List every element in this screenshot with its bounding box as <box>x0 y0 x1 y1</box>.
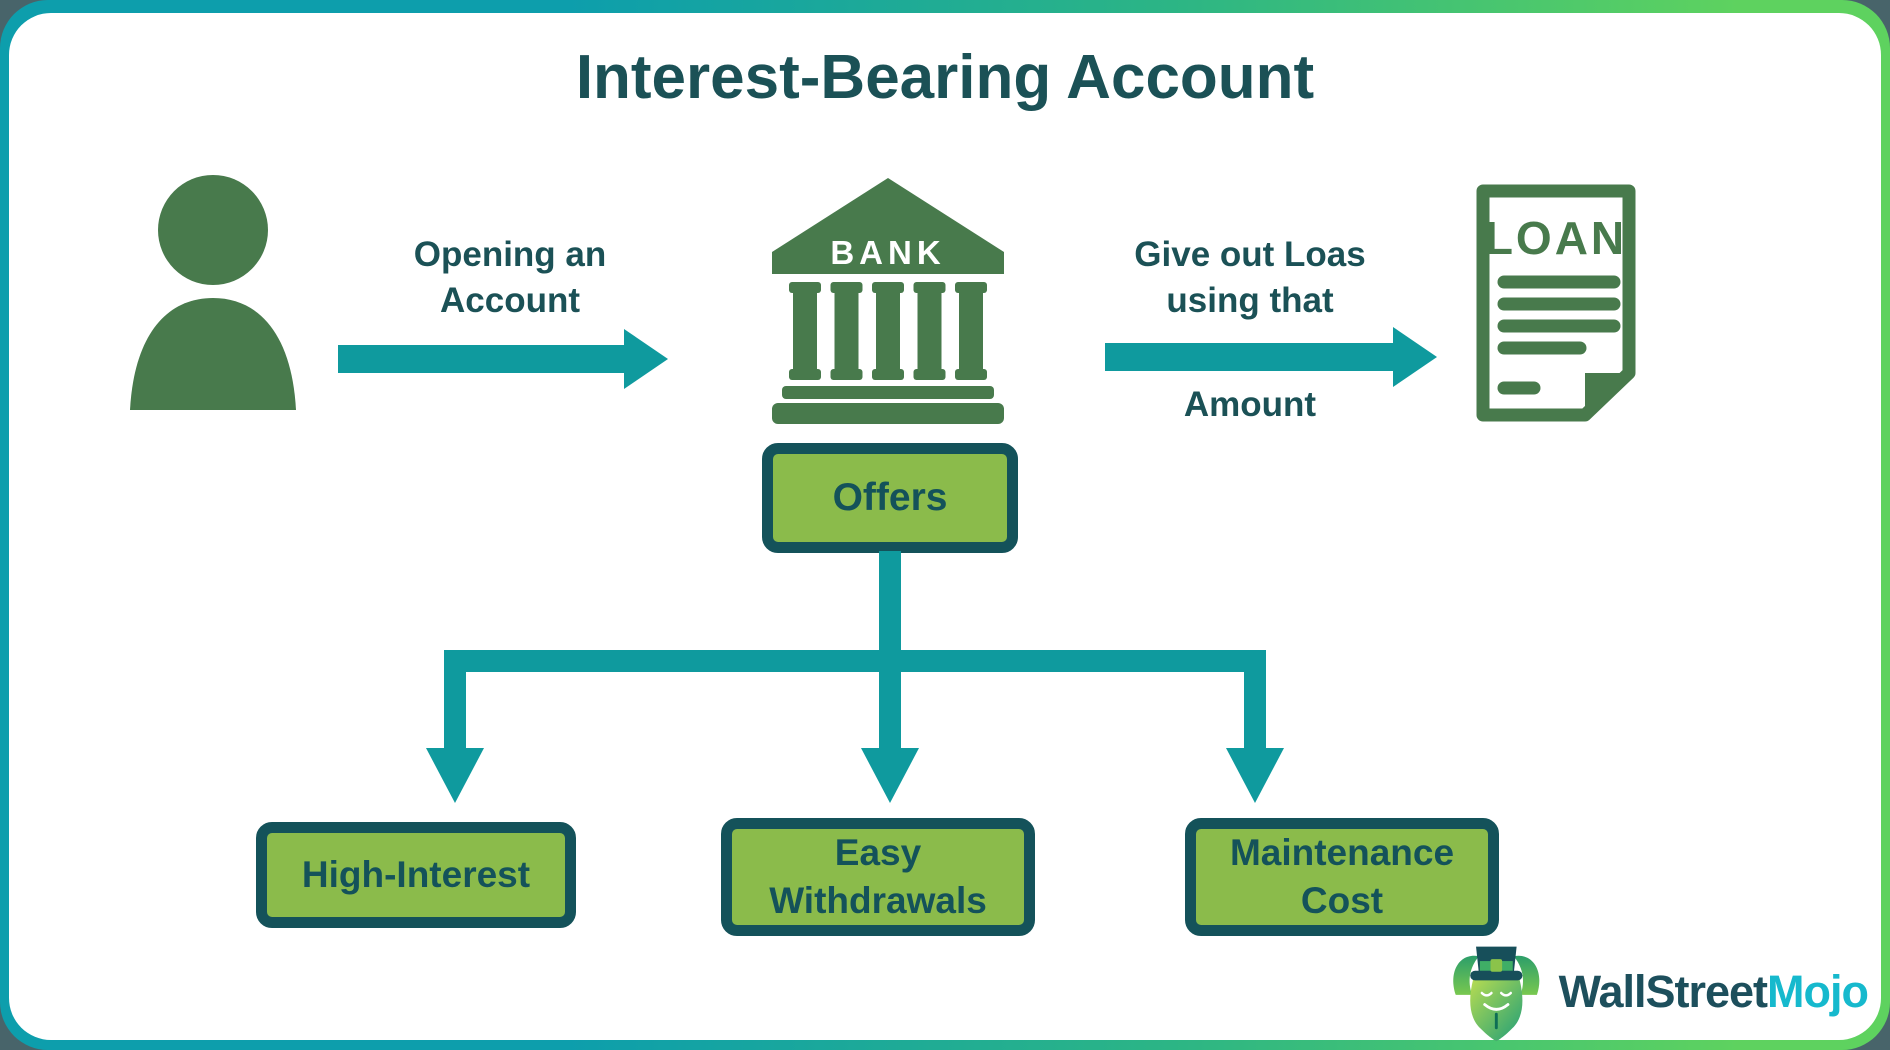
connector-vertical-left <box>444 650 466 750</box>
brand-name: WallStreetMojo <box>1558 966 1869 1018</box>
bank-building-icon: BANK <box>772 178 1004 424</box>
arrow1-label-line2: Account <box>440 281 580 321</box>
outcome-box-easy-withdrawals: Easy Withdrawals <box>721 818 1035 936</box>
wallstreetmojo-bull-icon <box>1453 946 1540 1042</box>
page-title: Interest-Bearing Account <box>575 43 1315 112</box>
wallstreetmojo-logo: WallStreetMojo <box>1448 938 1869 1046</box>
arrow1-label-line1: Opening an <box>413 235 607 274</box>
arrow2-label-line3: Amount <box>1183 385 1317 424</box>
connector-vertical-right <box>1244 650 1266 750</box>
arrow-head-down-left-icon <box>426 748 484 803</box>
outcome-box-high-interest: High-Interest <box>256 822 576 928</box>
arrow-give-out-loans <box>1105 327 1437 387</box>
arrow-shaft <box>338 345 628 373</box>
arrow2-label-bottom: Amount <box>1090 382 1410 428</box>
arrow1-label: Opening an Account <box>345 232 675 324</box>
arrow-opening-account <box>338 329 668 389</box>
brand-name-primary: WallStreet <box>1558 966 1768 1017</box>
outcome-label: Maintenance Cost <box>1229 831 1455 921</box>
loan-text-lines <box>1497 275 1621 395</box>
arrow-head-right-icon <box>1393 327 1437 387</box>
outcome-label: Easy Withdrawals <box>769 831 987 921</box>
outcome-box-maintenance-cost: Maintenance Cost <box>1185 818 1499 936</box>
offers-box: Offers <box>762 443 1018 553</box>
brand-name-secondary: Mojo <box>1767 966 1869 1017</box>
bank-columns <box>789 282 987 380</box>
connector-horizontal-bar <box>444 650 1266 672</box>
offers-label: Offers <box>832 476 948 519</box>
bank-label: BANK <box>830 234 945 271</box>
arrow2-label-line2: using that <box>1166 281 1334 321</box>
arrow2-label-top: Give out Loas using that <box>1090 232 1410 324</box>
arrow-head-down-center-icon <box>861 748 919 803</box>
arrow-shaft <box>1105 343 1397 371</box>
arrow-head-down-right-icon <box>1226 748 1284 803</box>
outcome-label: High-Interest <box>301 853 531 895</box>
loan-document-icon: LOAN <box>1476 184 1636 422</box>
loan-label: LOAN <box>1485 212 1627 264</box>
arrow2-label-line1: Give out Loas <box>1134 235 1366 274</box>
arrow-head-right-icon <box>624 329 668 389</box>
person-icon <box>130 175 296 410</box>
